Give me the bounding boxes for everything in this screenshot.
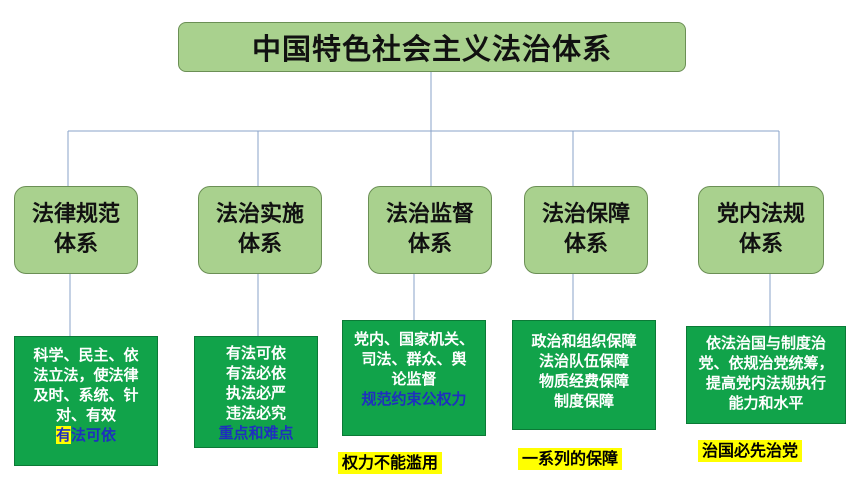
note-govern-party-first: 治国必先治党 <box>698 440 803 462</box>
detail-line: 论监督 <box>391 370 437 388</box>
detail-line: 科学、民主、依 <box>33 346 139 364</box>
detail-line: 提高党内法规执行 <box>705 374 826 392</box>
detail-line: 违法必究 <box>225 404 286 422</box>
node-label-line2: 体系 <box>563 232 608 257</box>
node-label-line1: 法治保障 <box>541 202 630 227</box>
detail-line: 及时、系统、针 <box>33 386 139 404</box>
detail-line: 司法、群众、舆 <box>361 350 467 368</box>
node-label-line2: 体系 <box>237 232 282 257</box>
detail-line: 党内、国家机关、 <box>353 330 474 348</box>
detail-line: 执法必严 <box>225 384 286 402</box>
node-label-line1: 党内法规 <box>716 202 805 227</box>
detail-guarantee: 政治和组织保障 法治队伍保障 物质经费保障 制度保障 <box>512 320 656 430</box>
detail-line: 能力和水平 <box>728 394 804 412</box>
node-legal-norms-system: 法律规范 体系 <box>14 186 138 274</box>
node-label-line2: 体系 <box>407 232 452 257</box>
detail-key-highlight: 有 <box>55 426 71 444</box>
node-implementation-system: 法治实施 体系 <box>198 186 322 274</box>
detail-line: 依法治国与制度治 <box>705 334 826 352</box>
node-label-line2: 体系 <box>738 232 783 257</box>
node-party-regulations-system: 党内法规 体系 <box>698 186 824 274</box>
node-label-line1: 法治实施 <box>215 202 304 227</box>
detail-key-phrase: 有法可依 <box>19 425 153 445</box>
detail-key-phrase: 重点和难点 <box>218 424 294 442</box>
detail-line: 对、有效 <box>55 406 116 424</box>
detail-key-phrase: 规范约束公权力 <box>361 390 467 408</box>
detail-line: 有法必依 <box>225 364 286 382</box>
detail-key-rest: 法可依 <box>71 426 117 444</box>
detail-line: 物质经费保障 <box>538 372 629 390</box>
note-power-abuse: 权力不能滥用 <box>338 452 443 474</box>
node-supervision-system: 法治监督 体系 <box>368 186 492 274</box>
detail-line: 党、依规治党统筹， <box>698 354 834 372</box>
detail-line: 法治队伍保障 <box>538 352 629 370</box>
node-label-line1: 法治监督 <box>385 202 474 227</box>
detail-supervision: 党内、国家机关、 司法、群众、舆 论监督 规范约束公权力 <box>342 320 486 436</box>
detail-line: 政治和组织保障 <box>531 332 637 350</box>
detail-implementation: 有法可依 有法必依 执法必严 违法必究 重点和难点 <box>194 336 318 448</box>
diagram-title: 中国特色社会主义法治体系 <box>178 22 686 72</box>
detail-line: 法立法，使法律 <box>33 366 139 384</box>
detail-legal-norms: 科学、民主、依 法立法，使法律 及时、系统、针 对、有效 有法可依 <box>14 336 158 466</box>
node-label-line2: 体系 <box>53 232 98 257</box>
note-series-guarantee: 一系列的保障 <box>518 448 623 470</box>
detail-line: 有法可依 <box>225 344 286 362</box>
node-guarantee-system: 法治保障 体系 <box>524 186 648 274</box>
node-label-line1: 法律规范 <box>31 202 120 227</box>
detail-party-regulations: 依法治国与制度治 党、依规治党统筹， 提高党内法规执行 能力和水平 <box>686 326 846 424</box>
detail-line: 制度保障 <box>553 392 614 410</box>
